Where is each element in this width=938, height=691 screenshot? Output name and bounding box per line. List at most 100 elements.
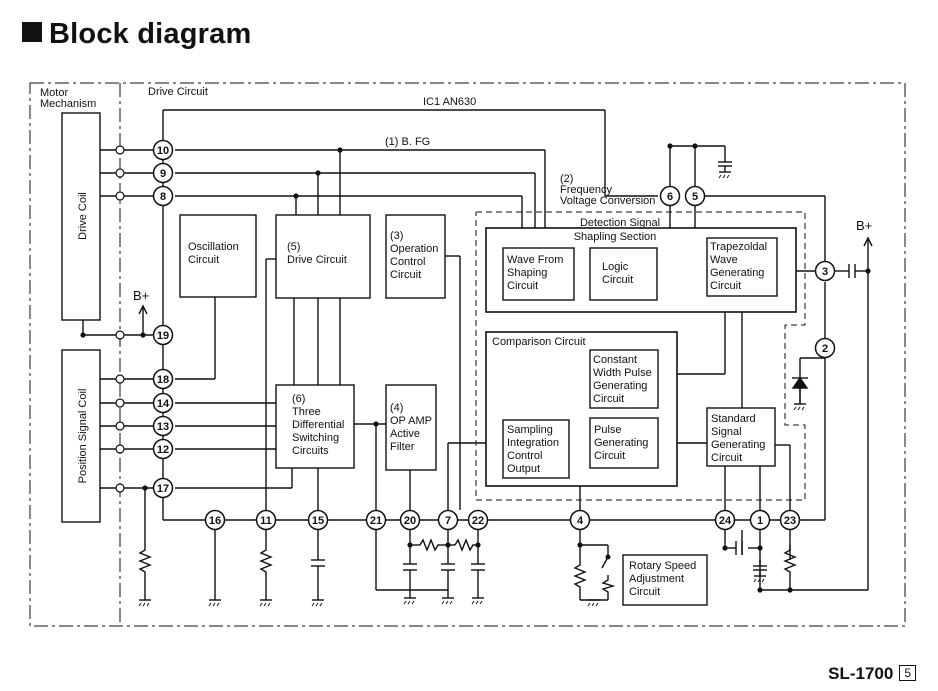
pin-7: 7	[437, 509, 459, 531]
pin-14: 14	[152, 392, 174, 414]
pin-label: 4	[577, 515, 584, 527]
operation-control-circuit	[385, 214, 446, 299]
pin-13: 13	[152, 415, 174, 437]
standard-signal-circuit	[706, 407, 776, 467]
pin-20: 20	[399, 509, 421, 531]
pin-label: 15	[312, 515, 324, 527]
three-differential-circuit	[275, 384, 355, 469]
footer: SL-1700 5	[828, 664, 916, 684]
pin-label: 8	[160, 191, 166, 203]
pin-label: 22	[472, 515, 484, 527]
op-amp-filter	[385, 384, 437, 471]
pin-label: 5	[692, 191, 698, 203]
page-title: Block diagram	[22, 18, 251, 51]
bfg-label: (1) B. FG	[385, 136, 430, 148]
pulse-generating-circuit	[589, 417, 659, 469]
pin-label: 9	[160, 168, 166, 180]
pin-label: 18	[157, 374, 169, 386]
pin-9: 9	[152, 162, 174, 184]
logic-circuit	[589, 247, 658, 301]
pin-label: 21	[370, 515, 382, 527]
pin-21: 21	[365, 509, 387, 531]
pin-12: 12	[152, 438, 174, 460]
wiring	[29, 82, 906, 627]
drive-circuit	[275, 214, 371, 299]
pin-24: 24	[714, 509, 736, 531]
pin-label: 24	[719, 515, 732, 527]
pin-label: 6	[667, 191, 673, 203]
pin-16: 16	[204, 509, 226, 531]
pins-right: 32	[814, 260, 836, 359]
pin-label: 2	[822, 343, 828, 355]
pin-label: 1	[757, 515, 763, 527]
terminals	[115, 145, 125, 493]
pin-2: 2	[814, 337, 836, 359]
b-plus-right-label: B+	[856, 218, 872, 233]
pin-label: 23	[784, 515, 796, 527]
dashed-section	[475, 211, 806, 501]
drive-coil	[61, 112, 101, 321]
title-text: Block diagram	[49, 18, 252, 50]
pin-label: 20	[404, 515, 416, 527]
b-plus-left-label: B+	[133, 288, 149, 303]
pin-label: 16	[209, 515, 221, 527]
pin-10: 10	[152, 139, 174, 161]
drive-coil-label: Drive Coil	[77, 192, 89, 240]
pin-1: 1	[749, 509, 771, 531]
pin-label: 3	[822, 266, 828, 278]
ic-label: IC1 AN630	[423, 96, 476, 108]
pin-4: 4	[569, 509, 591, 531]
position-signal-coil	[61, 349, 101, 523]
drive-block-label: (5)Drive Circuit	[287, 241, 347, 266]
pins-bottom: 16 11 15 21 20 7 22 4 24 1 23	[204, 509, 801, 531]
pin-19: 19	[152, 324, 174, 346]
position-coil-label: Position Signal Coil	[77, 389, 89, 484]
pin-label: 11	[260, 515, 272, 527]
page-number: 5	[899, 665, 916, 681]
pin-label: 10	[157, 145, 169, 157]
sampling-integration-circuit	[502, 419, 570, 479]
pin-label: 19	[157, 330, 169, 342]
pin-5: 5	[684, 185, 706, 207]
pin-23: 23	[779, 509, 801, 531]
model-number: SL-1700	[828, 664, 894, 683]
rotary-speed-circuit	[622, 554, 708, 606]
pin-8: 8	[152, 185, 174, 207]
pin-11: 11	[255, 509, 277, 531]
pin-6: 6	[659, 185, 681, 207]
constant-width-pulse-circuit	[589, 349, 659, 409]
pin-label: 13	[157, 421, 169, 433]
oscillation-circuit	[179, 214, 257, 298]
pins-left: 10 9 8 19 18 14 13 12 17	[152, 139, 174, 499]
comparison-label: Comparison Circuit	[492, 336, 586, 348]
pin-label: 17	[157, 483, 169, 495]
pin-label: 12	[157, 444, 169, 456]
title-square-icon	[22, 22, 42, 42]
pin-15: 15	[307, 509, 329, 531]
trapezoid-wave-circuit	[706, 237, 778, 297]
pin-22: 22	[467, 509, 489, 531]
junction-dots	[80, 143, 871, 593]
drive-circuit-region-label: Drive Circuit	[148, 86, 208, 98]
pin-3: 3	[814, 260, 836, 282]
pin-18: 18	[152, 368, 174, 390]
pin-label: 7	[445, 515, 451, 527]
wave-shaping-circuit	[502, 247, 575, 301]
components	[138, 161, 856, 595]
